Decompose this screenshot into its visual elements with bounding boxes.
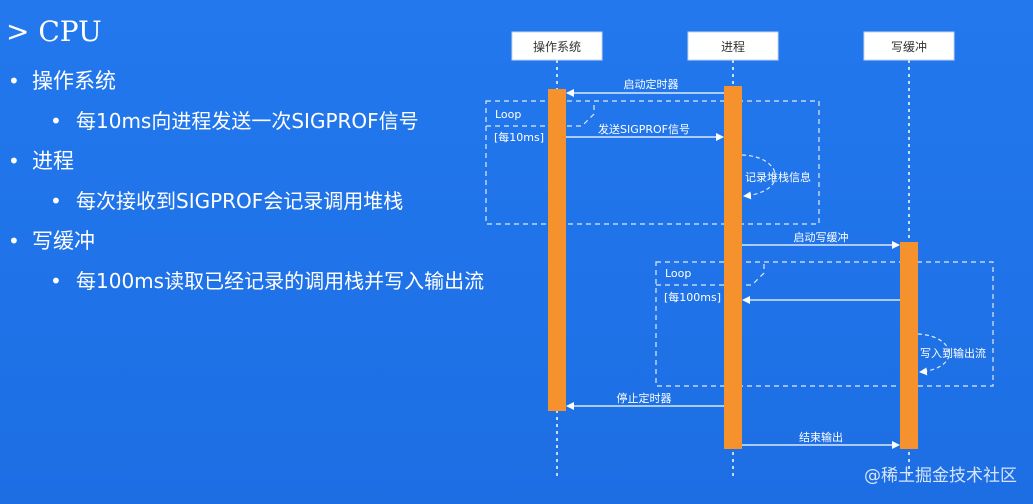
message-send-signal: 发送SIGPROF信号 [566,122,724,141]
loop-frame-100ms: Loop [每100ms] [655,261,994,387]
message-start-buffer-label: 启动写缓冲 [794,230,849,244]
participant-process-label: 进程 [721,39,745,54]
bullet-process-label: 进程 [32,149,74,173]
bullet-glyph: • [8,229,20,253]
message-write-output: 写入到输出流 [917,333,986,376]
loop-frame-10ms: Loop [每10ms] [485,100,820,225]
slide-title: > CPU [6,15,102,48]
message-start-timer: 启动定时器 [566,77,724,97]
message-start-timer-label: 启动定时器 [624,77,679,91]
participant-os: 操作系统 [511,31,603,61]
loop-100ms-label: Loop [665,267,691,280]
sub-bullet-os: • 每10ms向进程发送一次SIGPROF信号 [50,106,419,136]
bullet-os-label: 操作系统 [32,69,116,93]
bullet-glyph: • [50,269,62,293]
sub-bullet-process-text: 每次接收到SIGPROF会记录调用堆栈 [76,189,404,213]
message-end-output-label: 结束输出 [799,430,843,444]
bullet-os: • 操作系统 [8,66,116,96]
message-record-stack: 记录堆栈信息 [741,154,811,200]
participant-buffer-label: 写缓冲 [891,39,927,54]
watermark: @稀土掘金技术社区 [864,466,1017,486]
sub-bullet-buffer: • 每100ms读取已经记录的调用栈并写入输出流 [50,266,484,296]
bullet-buffer-label: 写缓冲 [32,229,95,253]
activation-buffer [900,242,918,449]
bullet-process: • 进程 [8,146,74,176]
activation-process [724,86,742,449]
participant-buffer: 写缓冲 [863,31,955,61]
message-end-output: 结束输出 [742,430,900,449]
loop-10ms-label: Loop [495,108,521,121]
sub-bullet-buffer-text: 每100ms读取已经记录的调用栈并写入输出流 [76,269,485,293]
message-write-output-label: 写入到输出流 [920,346,986,360]
bullet-buffer: • 写缓冲 [8,226,95,256]
bullet-glyph: • [8,69,20,93]
message-stop-timer-label: 停止定时器 [617,391,672,405]
participant-process: 进程 [687,31,779,61]
message-send-signal-label: 发送SIGPROF信号 [598,122,690,136]
sub-bullet-process: • 每次接收到SIGPROF会记录调用堆栈 [50,186,403,216]
loop-100ms-guard: [每100ms] [664,290,721,304]
message-start-buffer: 启动写缓冲 [742,230,900,249]
message-stop-timer: 停止定时器 [566,391,724,410]
bullet-glyph: • [8,149,20,173]
participant-os-label: 操作系统 [533,39,581,54]
loop-10ms-guard: [每10ms] [494,130,544,144]
message-record-stack-label: 记录堆栈信息 [745,170,811,184]
bullet-glyph: • [50,189,62,213]
sub-bullet-os-text: 每10ms向进程发送一次SIGPROF信号 [76,109,419,133]
activation-os [548,89,566,411]
bullet-glyph: • [50,109,62,133]
